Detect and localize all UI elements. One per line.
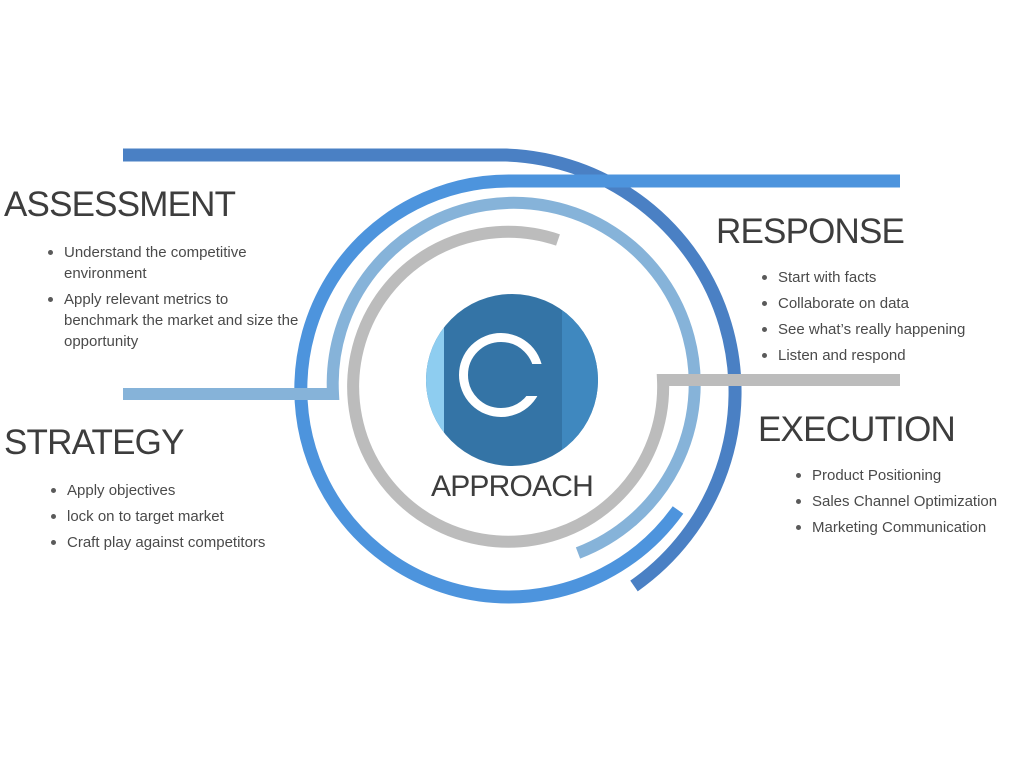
list-item: Sales Channel Optimization — [796, 491, 1024, 512]
execution-heading: EXECUTION — [758, 410, 956, 449]
execution-list: Product Positioning Sales Channel Optimi… — [796, 465, 1024, 538]
list-item: Start with facts — [762, 267, 1022, 288]
approach-label: APPROACH — [431, 470, 594, 503]
list-item: Apply relevant metrics to benchmark the … — [48, 289, 300, 352]
list-item: Craft play against competitors — [51, 532, 311, 553]
list-item: Product Positioning — [796, 465, 1024, 486]
execution-section: EXECUTION Product Positioning Sales Chan… — [758, 412, 1024, 543]
list-item: lock on to target market — [51, 506, 311, 527]
logo-right-band — [562, 294, 598, 466]
light-blue-track — [123, 196, 701, 559]
list-item: Apply objectives — [51, 480, 311, 501]
list-item: Collaborate on data — [762, 293, 1022, 314]
mid-blue-track — [294, 174, 900, 604]
response-section: RESPONSE Start with facts Collaborate on… — [716, 214, 1022, 371]
strategy-heading: STRATEGY — [4, 423, 184, 462]
c-logo-icon — [426, 294, 598, 466]
strategy-section: STRATEGY Apply objectives lock on to tar… — [4, 425, 311, 558]
logo-left-band — [426, 294, 444, 466]
list-item: Listen and respond — [762, 345, 1022, 366]
list-item: Marketing Communication — [796, 517, 1024, 538]
logo-letter-gap — [514, 364, 544, 396]
gray-track — [347, 225, 900, 548]
list-item: See what’s really happening — [762, 319, 1022, 340]
dark-blue-track — [123, 148, 742, 592]
response-list: Start with facts Collaborate on data See… — [762, 267, 1022, 366]
response-heading: RESPONSE — [716, 212, 905, 251]
assessment-heading: ASSESSMENT — [4, 185, 236, 224]
list-item: Understand the competitive environment — [48, 242, 300, 284]
assessment-list: Understand the competitive environment A… — [48, 242, 300, 352]
assessment-section: ASSESSMENT Understand the competitive en… — [4, 187, 300, 357]
strategy-list: Apply objectives lock on to target marke… — [51, 480, 311, 553]
